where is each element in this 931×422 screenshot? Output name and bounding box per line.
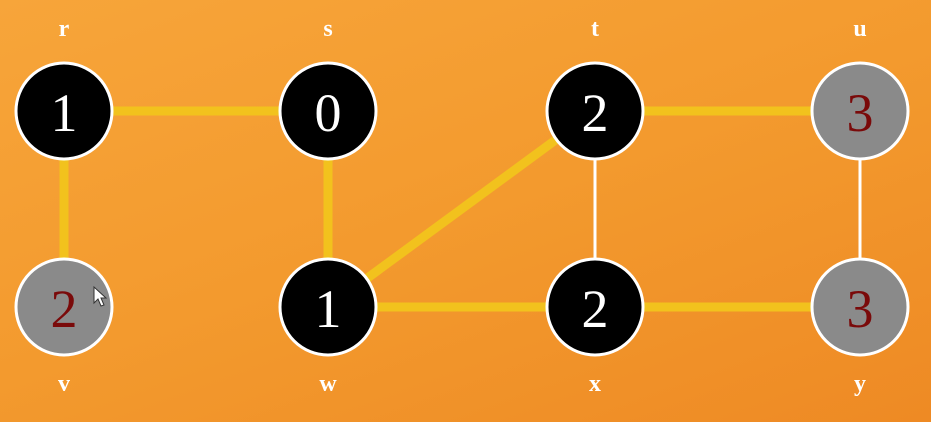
node-r: 1 (14, 61, 114, 161)
node-name-y: y (854, 371, 866, 397)
nodes-layer: 1 0 2 3 2 1 2 3 (14, 61, 910, 357)
node-name-w: w (319, 371, 337, 397)
node-distance-s: 0 (315, 83, 342, 143)
node-circle-y (810, 257, 910, 357)
node-name-s: s (323, 16, 332, 42)
node-x: 2 (545, 257, 645, 357)
node-y: 3 (810, 257, 910, 357)
node-distance-u: 3 (847, 83, 874, 143)
node-distance-w: 1 (315, 279, 342, 339)
node-distance-y: 3 (847, 279, 874, 339)
node-name-t: t (591, 16, 599, 42)
node-v: 2 (14, 257, 114, 357)
node-w: 1 (278, 257, 378, 357)
node-circle-v (14, 257, 114, 357)
node-circle-t (545, 61, 645, 161)
node-circle-u (810, 61, 910, 161)
edge-w-t (323, 106, 600, 312)
node-circle-w (278, 257, 378, 357)
node-distance-t: 2 (582, 83, 609, 143)
node-u: 3 (810, 61, 910, 161)
node-s: 0 (278, 61, 378, 161)
node-name-x: x (589, 371, 601, 397)
node-circle-s (278, 61, 378, 161)
node-circle-r (14, 61, 114, 161)
node-circle-x (545, 257, 645, 357)
node-distance-x: 2 (582, 279, 609, 339)
node-name-v: v (58, 371, 70, 397)
mouse-cursor-icon (93, 285, 108, 307)
node-distance-v: 2 (51, 279, 78, 339)
node-distance-r: 1 (51, 83, 78, 143)
edges-layer (59, 106, 865, 312)
node-name-r: r (59, 16, 70, 42)
node-names-layer: r s t u v w x y (58, 16, 867, 397)
node-t: 2 (545, 61, 645, 161)
node-name-u: u (853, 16, 866, 42)
